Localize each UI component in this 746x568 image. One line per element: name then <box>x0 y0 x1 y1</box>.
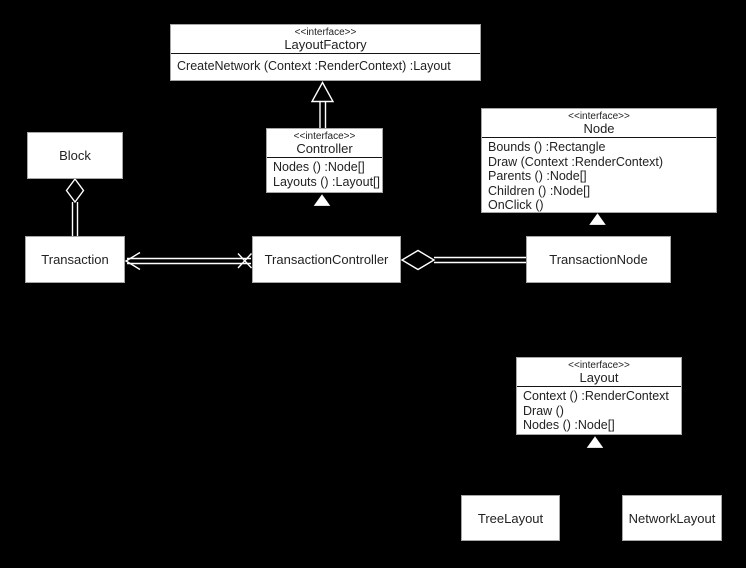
method-label: Children () :Node[] <box>488 183 591 198</box>
triangle-arrowhead-icon <box>589 213 606 225</box>
method-label: CreateNetwork (Context :RenderContext) :… <box>177 59 451 73</box>
class-header: <<interface>> Node <box>482 109 716 138</box>
realization-arrow-transactioncontroller-to-controller <box>313 194 331 206</box>
class-box-layoutfactory: <<interface>> LayoutFactory CreateNetwor… <box>170 24 481 81</box>
method-label: Nodes () :Node[] <box>523 418 615 433</box>
class-name: Node <box>583 121 615 136</box>
class-name: NetworkLayout <box>628 510 716 526</box>
class-name: TransactionNode <box>549 252 648 267</box>
aggregation-block-transaction <box>65 177 85 236</box>
class-box-controller: <<interface>> Controller Nodes () :Node[… <box>266 128 383 193</box>
triangle-arrowhead-icon <box>586 436 604 448</box>
method-label: Parents () :Node[] <box>488 169 587 184</box>
method-label: Context () :RenderContext <box>523 389 669 403</box>
realization-arrow-layouts-to-layout <box>586 436 604 448</box>
class-name: TreeLayout <box>477 510 544 526</box>
class-name: TransactionController <box>264 252 389 267</box>
open-arrowhead-icon <box>124 251 141 271</box>
stereotype-label: <<interface>> <box>293 131 356 142</box>
class-name: Controller <box>296 141 353 156</box>
methods-compartment: Context () :RenderContext Draw () Nodes … <box>517 387 681 435</box>
class-header: <<interface>> Controller <box>267 129 382 158</box>
class-box-networklayout: NetworkLayout <box>622 495 722 541</box>
class-box-treelayout: TreeLayout <box>461 495 560 541</box>
stereotype-label: <<interface>> <box>568 111 630 122</box>
class-box-transactionnode: TransactionNode <box>526 236 671 283</box>
class-box-node: <<interface>> Node Bounds () :Rectangle … <box>481 108 717 213</box>
method-label: Draw (Context :RenderContext) <box>488 154 664 169</box>
realization-controller-to-layoutfactory <box>310 81 335 128</box>
association-transactioncontroller-transaction <box>124 251 253 271</box>
hollow-triangle-arrowhead-icon <box>310 81 335 103</box>
class-name: Block <box>59 148 91 163</box>
aggregation-diamond-icon <box>400 249 436 271</box>
method-label: OnClick () <box>488 198 544 213</box>
class-box-layout: <<interface>> Layout Context () :RenderC… <box>516 357 682 435</box>
stereotype-label: <<interface>> <box>568 360 630 371</box>
aggregation-diamond-icon <box>65 177 85 204</box>
realization-arrow-transactionnode-to-node <box>589 213 606 225</box>
class-box-transaction: Transaction <box>25 236 125 283</box>
method-label: Layouts () :Layout[] <box>273 174 381 189</box>
method-label: Draw () <box>523 403 564 418</box>
stereotype-label: <<interface>> <box>294 27 357 38</box>
aggregation-transactioncontroller-transactionnode <box>400 249 526 271</box>
non-navigable-x-icon <box>237 253 253 269</box>
method-label: Nodes () :Node[] <box>273 160 365 174</box>
class-box-block: Block <box>27 132 123 179</box>
class-name: Transaction <box>41 252 109 267</box>
methods-compartment: CreateNetwork (Context :RenderContext) :… <box>171 54 480 76</box>
methods-compartment: Bounds () :Rectangle Draw (Context :Rend… <box>482 138 716 215</box>
method-label: Bounds () :Rectangle <box>488 140 606 154</box>
class-name: Layout <box>579 370 619 385</box>
class-header: <<interface>> Layout <box>517 358 681 387</box>
class-name: LayoutFactory <box>284 37 367 52</box>
class-box-transactioncontroller: TransactionController <box>252 236 401 283</box>
methods-compartment: Nodes () :Node[] Layouts () :Layout[] <box>267 158 382 191</box>
class-header: <<interface>> LayoutFactory <box>171 25 480 54</box>
non-navigable-x-icon <box>237 253 253 269</box>
triangle-arrowhead-icon <box>313 194 331 206</box>
